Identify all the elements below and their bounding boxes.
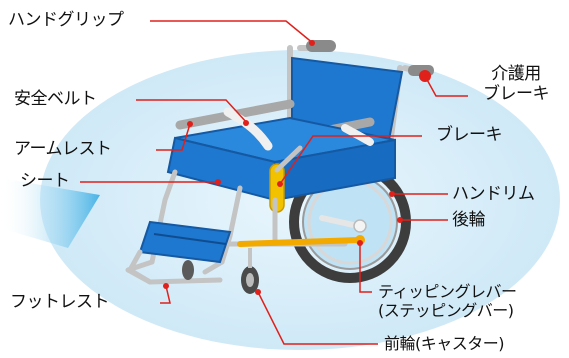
leader-lines (80, 20, 468, 345)
leader-front-wheel (257, 291, 378, 345)
seat-belt (223, 107, 273, 151)
leader-caregiver-brake (424, 75, 468, 97)
label-seat-belt: 安全ベルト (14, 89, 97, 109)
label-brake: ブレーキ (436, 125, 503, 145)
leader-brake (279, 135, 422, 185)
leader-hand-grip (150, 20, 315, 45)
label-caregiver-brake-line2: ブレーキ (483, 84, 550, 104)
leader-tipping-lever (359, 243, 372, 293)
label-tipping-lever-line1: ティッピングレバー (378, 282, 517, 301)
label-handrim: ハンドリム (452, 184, 535, 204)
label-rear-wheel: 後輪 (452, 210, 486, 230)
leader-footrest (160, 285, 171, 304)
leader-seat-belt (136, 99, 249, 125)
label-caregiver-brake-line1: 介護用 (491, 64, 541, 84)
motion-arrow (0, 178, 100, 248)
footrest-frame (126, 249, 223, 285)
label-caregiver-brake: 介護用 ブレーキ (470, 64, 562, 104)
label-tipping-lever: ティッピングレバー (ステッピングバー) (378, 282, 517, 320)
tipping-lever (237, 237, 363, 247)
label-armrest: アームレスト (14, 139, 112, 159)
footrest-plate (138, 220, 232, 264)
label-hand-grip: ハンドグリップ (8, 10, 124, 30)
label-front-wheel: 前輪(キャスター) (384, 334, 505, 353)
leader-dots (163, 40, 403, 295)
label-seat: シート (20, 171, 70, 191)
label-tipping-lever-line2: (ステッピングバー) (378, 301, 514, 320)
leader-armrest (156, 123, 191, 151)
label-footrest: フットレスト (10, 292, 110, 312)
front-casters (182, 248, 259, 294)
